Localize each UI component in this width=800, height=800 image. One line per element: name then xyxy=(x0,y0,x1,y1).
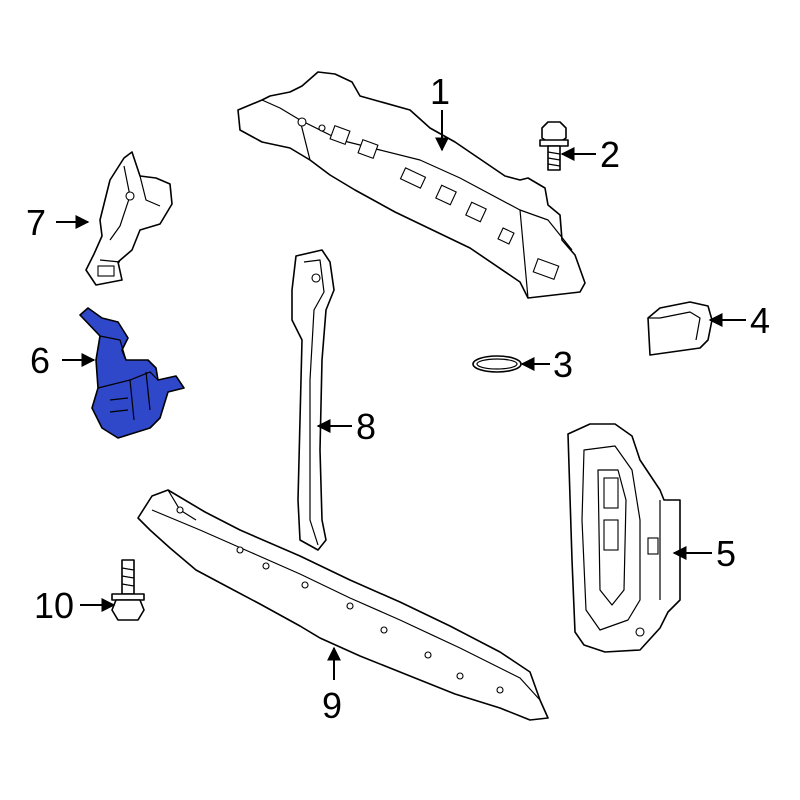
callout-5: 5 xyxy=(716,533,736,574)
callout-4: 4 xyxy=(750,300,770,341)
part-7-upper-bracket[interactable] xyxy=(85,151,173,286)
callout-1: 1 xyxy=(430,71,450,112)
part-3-clip[interactable] xyxy=(472,355,522,373)
part-5-side-support[interactable] xyxy=(567,423,681,653)
part-4-bracket[interactable] xyxy=(647,301,713,356)
callout-8: 8 xyxy=(356,406,376,447)
part-10-bolt[interactable] xyxy=(111,559,145,621)
callout-9: 9 xyxy=(322,685,342,726)
callout-3: 3 xyxy=(553,344,573,385)
callout-2: 2 xyxy=(600,134,620,175)
part-2-bolt[interactable] xyxy=(539,121,569,171)
part-8-vertical-brace[interactable] xyxy=(291,249,335,551)
part-1-upper-tie-bar[interactable] xyxy=(237,71,586,299)
callout-7: 7 xyxy=(26,202,46,243)
callout-10: 10 xyxy=(34,585,74,626)
part-6-highlighted-bracket[interactable] xyxy=(79,307,185,439)
part-9-lower-tie-bar[interactable] xyxy=(137,489,549,721)
callout-6: 6 xyxy=(30,340,50,381)
